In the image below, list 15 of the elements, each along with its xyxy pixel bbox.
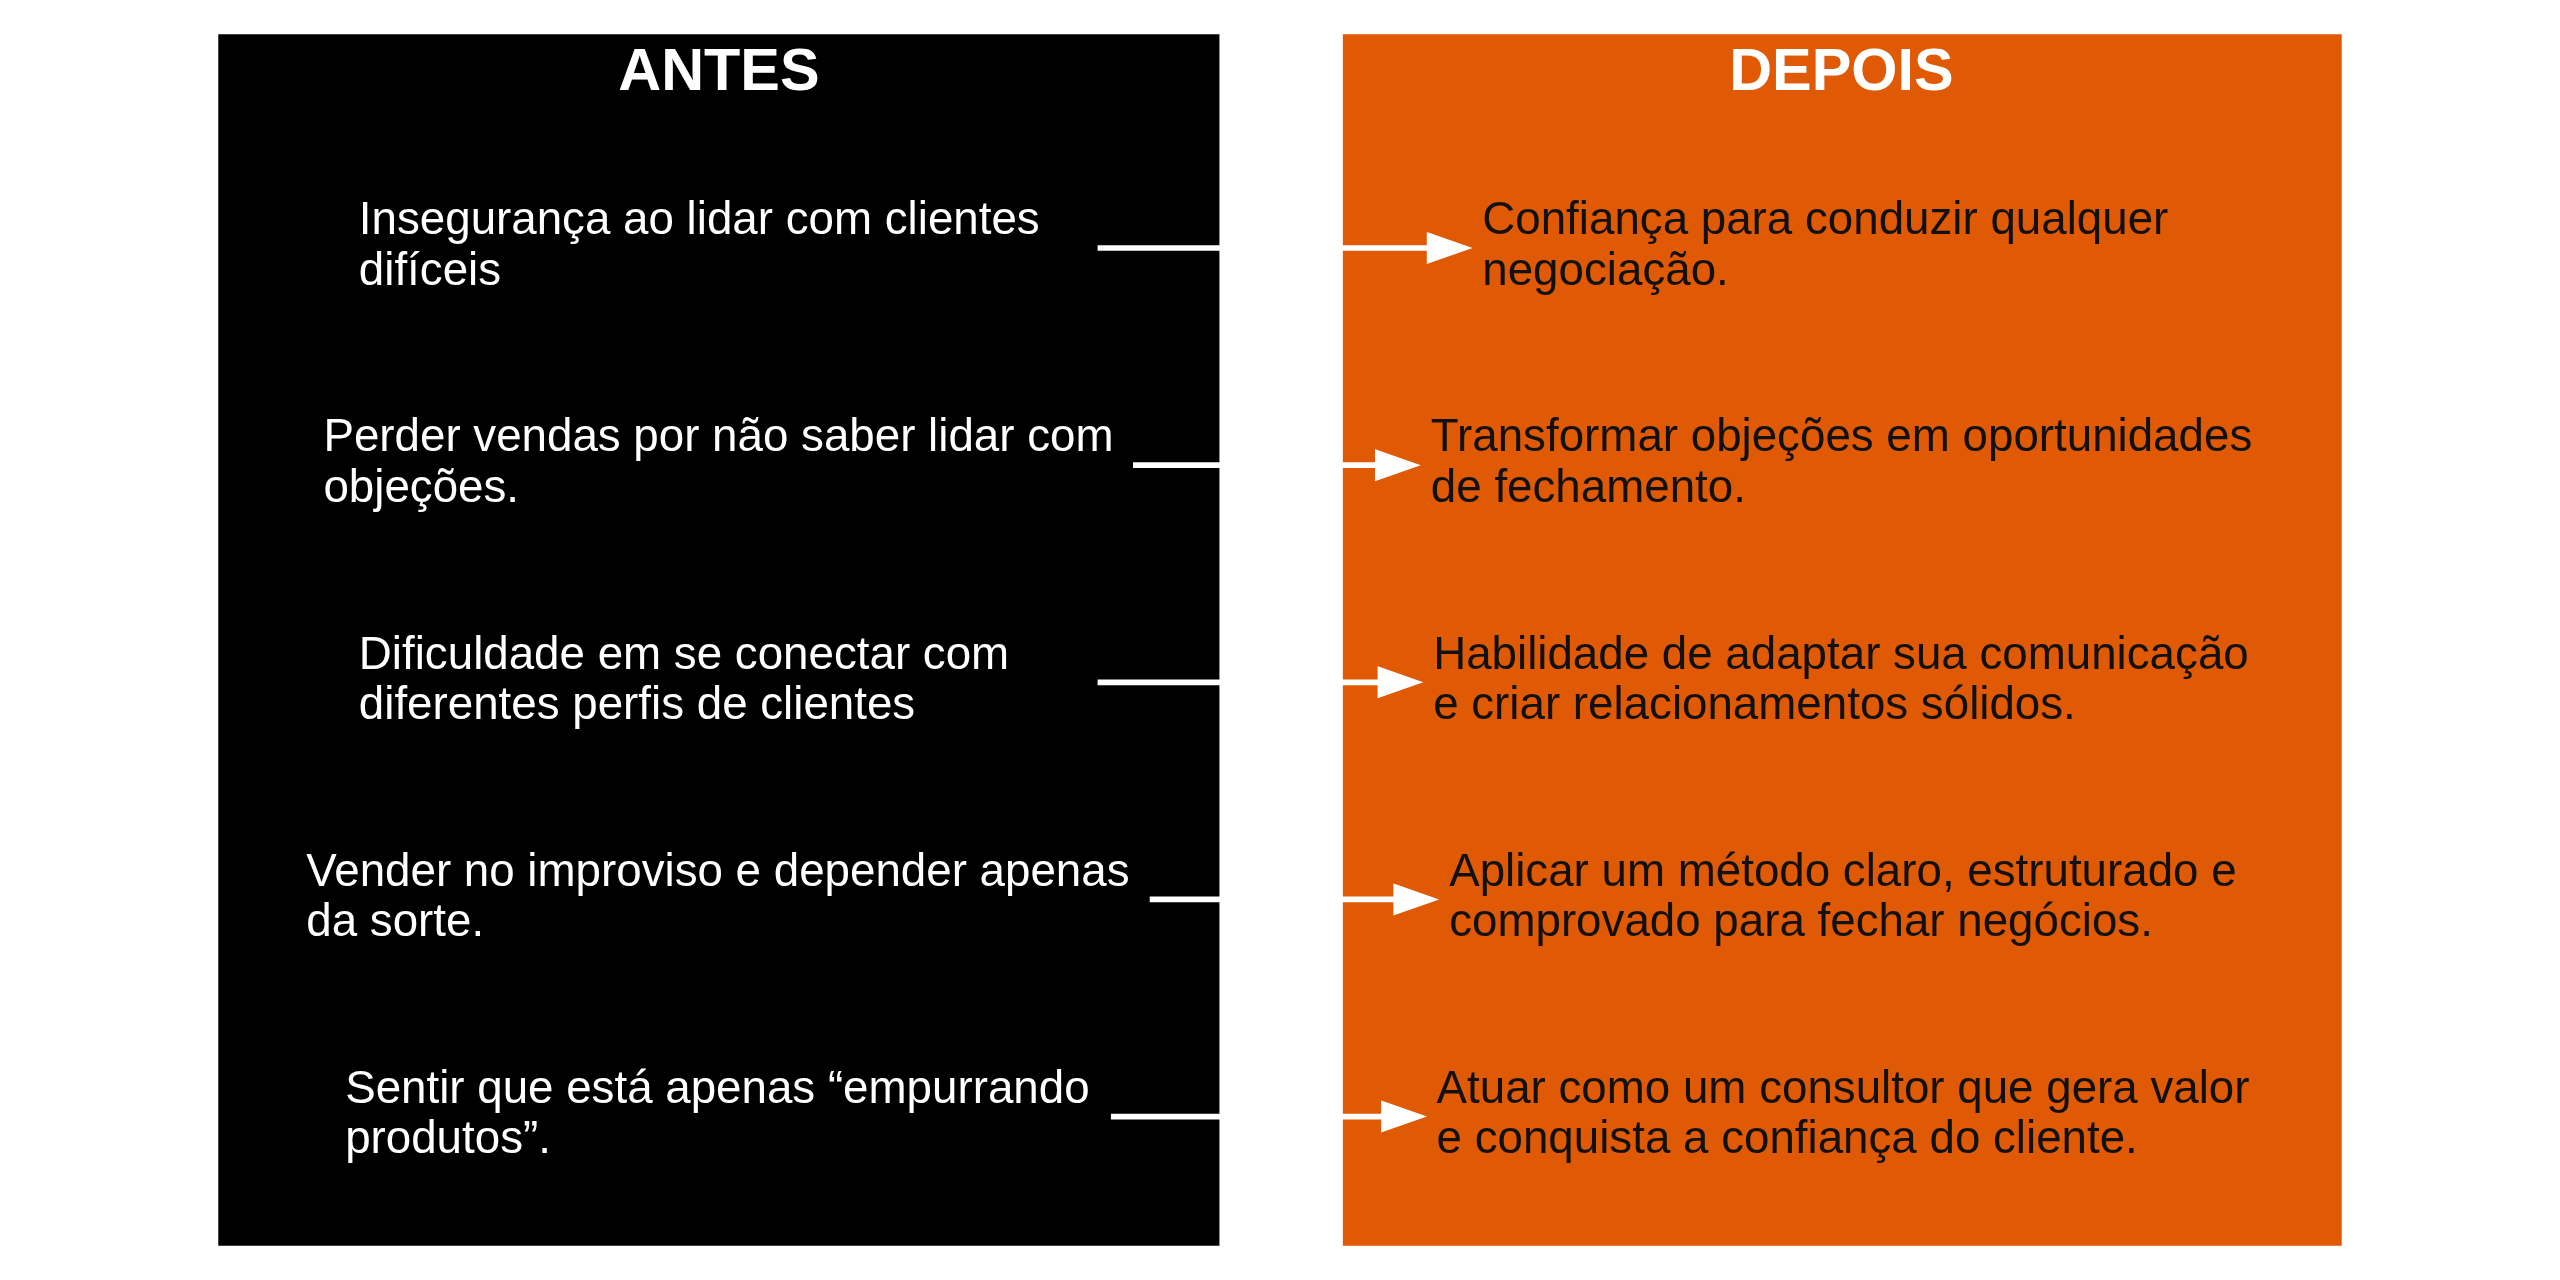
node-text: Atuar como um consultor que gera valor e conquista a confiança do cliente. (1436, 1061, 2250, 1164)
arrow (1110, 1100, 1427, 1133)
arrow (1133, 449, 1421, 482)
node-text: Insegurança ao lidar com clientes difíceis (358, 193, 1040, 295)
node-text: Confiança para conduzir qualquer negociação. (1482, 193, 2169, 295)
arrow (1149, 883, 1440, 916)
node-text: Transformar objeções em oportunidades de fechamento. (1430, 410, 2253, 512)
node-text: Vender no improviso e depender apenas da sorte. (306, 844, 1130, 946)
node-text: Habilidade de adaptar sua comunicação e criar relacionamentos sólidos. (1433, 627, 2249, 729)
arrow (1097, 666, 1424, 699)
node-text: Sentir que está apenas “empurrando produtos”. (345, 1061, 1090, 1164)
node-text: Dificuldade em se conectar com diferentes perfis de clientes (358, 627, 1010, 729)
arrow (1097, 231, 1473, 265)
node-text: Perder vendas por não saber lidar com objeções. (323, 410, 1114, 512)
node-text: Aplicar um método claro, estruturado e comprovado para fechar negócios. (1449, 844, 2237, 946)
